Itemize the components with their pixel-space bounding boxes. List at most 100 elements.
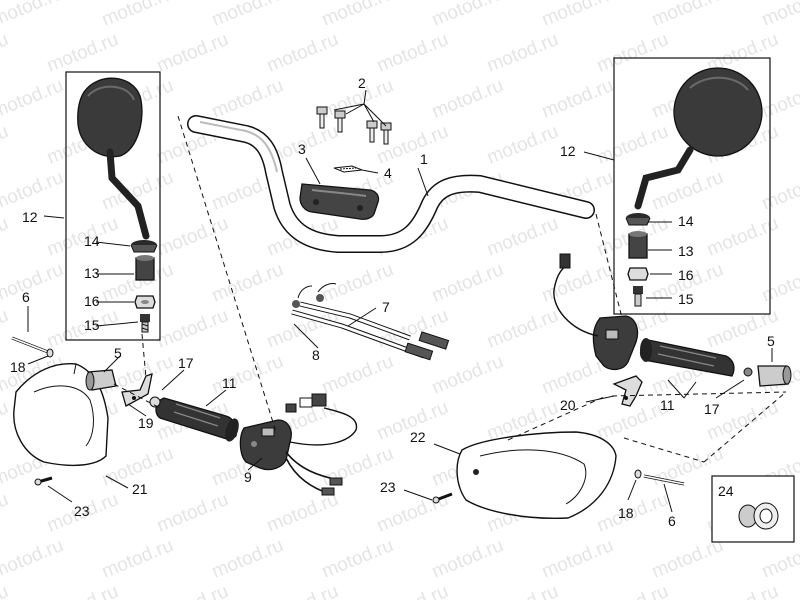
right-switch-housing <box>553 253 639 371</box>
callout-8: 8 <box>312 347 320 363</box>
callout-6-right: 6 <box>668 513 676 529</box>
callout-24: 24 <box>718 483 734 499</box>
watermark-text: motod.ru <box>429 535 506 583</box>
callout-5-left: 5 <box>114 345 122 361</box>
watermark-text: motod.ru <box>374 489 451 537</box>
right-guard-screw <box>432 492 453 504</box>
watermark-text: motod.ru <box>594 581 671 600</box>
watermark-text: motod.ru <box>0 489 11 537</box>
callout-17-right: 17 <box>704 401 720 417</box>
watermark-text: motod.ru <box>264 581 341 600</box>
watermark-text: motod.ru <box>44 305 121 353</box>
watermark-text: motod.ru <box>759 75 800 123</box>
watermark-text: motod.ru <box>0 0 66 31</box>
right-grip <box>639 338 735 377</box>
watermark-text: motod.ru <box>264 29 341 77</box>
watermark-text: motod.ru <box>209 351 286 399</box>
callout-21: 21 <box>132 481 148 497</box>
callout-3: 3 <box>298 141 306 157</box>
watermark-text: motod.ru <box>99 535 176 583</box>
callout-19: 19 <box>138 415 154 431</box>
watermark-text: motod.ru <box>759 0 800 31</box>
callout-23-right: 23 <box>380 479 396 495</box>
handlebar <box>187 115 595 253</box>
callout-2: 2 <box>358 75 366 91</box>
callout-13-right: 13 <box>678 243 694 259</box>
watermark-text: motod.ru <box>0 121 11 169</box>
watermark-text: motod.ru <box>484 29 561 77</box>
watermark-text: motod.ru <box>319 351 396 399</box>
callout-14-left: 14 <box>84 233 100 249</box>
watermark-text: motod.ru <box>594 29 671 77</box>
watermark-text: motod.ru <box>0 167 66 215</box>
watermark-text: motod.ru <box>759 167 800 215</box>
watermark-text: motod.ru <box>0 397 11 445</box>
watermark-text: motod.ru <box>429 75 506 123</box>
watermark-text: motod.ru <box>154 581 231 600</box>
watermark-text: motod.ru <box>429 0 506 31</box>
watermark-text: motod.ru <box>539 0 616 31</box>
watermark-text: motod.ru <box>44 29 121 77</box>
callout-23-left: 23 <box>74 503 90 519</box>
leader-lines <box>27 89 773 513</box>
callout-13-left: 13 <box>84 265 100 281</box>
watermark-text: motod.ru <box>209 0 286 31</box>
watermark-text: motod.ru <box>594 121 671 169</box>
watermark-text: motod.ru <box>154 29 231 77</box>
watermark-text: motod.ru <box>209 259 286 307</box>
bar-end-weight-right <box>743 365 792 387</box>
watermark-text: motod.ru <box>99 0 176 31</box>
watermark-text: motod.ru <box>154 305 231 353</box>
watermark-text: motod.ru <box>539 535 616 583</box>
watermark-text: motod.ru <box>0 535 66 583</box>
watermark-text: motod.ru <box>0 259 66 307</box>
watermark-text: motod.ru <box>374 581 451 600</box>
callout-15-left: 15 <box>84 317 100 333</box>
watermark-text: motod.ru <box>44 581 121 600</box>
watermark-text: motod.ru <box>264 489 341 537</box>
watermark-text: motod.ru <box>539 75 616 123</box>
right-guard-bracket <box>612 375 643 407</box>
left-guard-bracket <box>121 373 161 408</box>
watermark-text: motod.ru <box>209 75 286 123</box>
callout-16-left: 16 <box>84 293 100 309</box>
watermark-text: motod.ru <box>649 0 726 31</box>
callout-11-right: 11 <box>660 397 675 413</box>
watermark-text: motod.ru <box>0 581 11 600</box>
callout-12-right: 12 <box>560 143 576 159</box>
watermark-text: motod.ru <box>484 581 561 600</box>
callout-4: 4 <box>384 165 392 181</box>
callout-7: 7 <box>382 299 390 315</box>
callout-5-right: 5 <box>767 333 775 349</box>
callout-14-right: 14 <box>678 213 694 229</box>
watermark-text: motod.ru <box>759 259 800 307</box>
callout-17-left: 17 <box>178 355 194 371</box>
throttle-cables <box>291 283 450 361</box>
callout-18-left: 18 <box>10 359 26 375</box>
bar-end-weight-left <box>85 369 117 391</box>
left-hand-guard <box>13 363 109 467</box>
left-grip <box>155 397 239 442</box>
watermark-text: motod.ru <box>44 213 121 261</box>
right-hand-guard <box>456 431 617 520</box>
watermark-text: motod.ru <box>0 29 11 77</box>
watermark-text: motod.ru <box>154 489 231 537</box>
callout-11-left: 11 <box>222 375 237 391</box>
callout-6-left: 6 <box>22 289 30 305</box>
clamp-bolts <box>316 106 392 145</box>
left-mirror-assembly <box>65 71 161 341</box>
watermark-text: motod.ru <box>374 29 451 77</box>
watermark-text: motod.ru <box>319 535 396 583</box>
right-mirror-assembly <box>613 57 771 315</box>
callout-1: 1 <box>420 151 428 167</box>
callout-22: 22 <box>410 429 426 445</box>
callouts: 1 2 3 4 5 5 6 6 7 8 9 11 11 12 12 13 13 … <box>10 75 775 529</box>
watermark-text: motod.ru <box>154 213 231 261</box>
left-guard-bolt <box>11 336 54 358</box>
assembly-lines <box>113 115 787 463</box>
left-guard-screw <box>34 476 53 486</box>
left-switch-housing <box>239 393 358 496</box>
callout-9: 9 <box>244 469 252 485</box>
watermark-text: motod.ru <box>539 259 616 307</box>
